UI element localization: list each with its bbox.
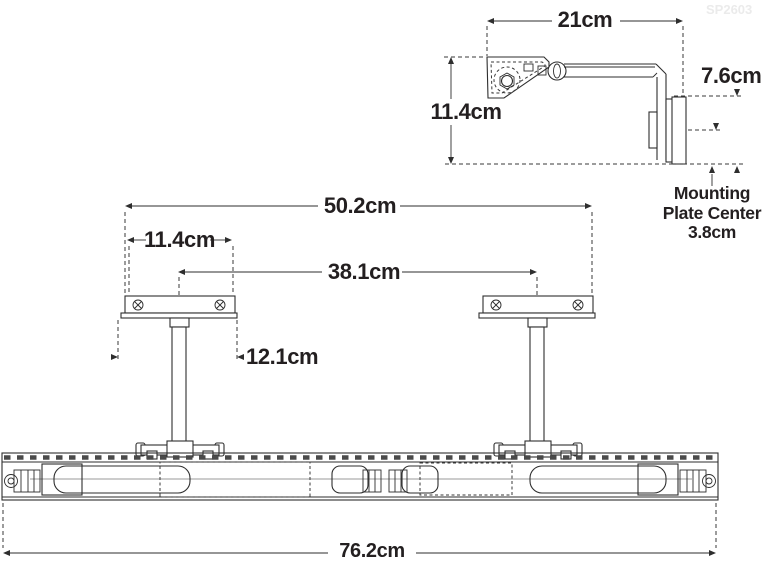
dim-backplate-width — [127, 237, 234, 295]
plan-view-drawing — [111, 203, 596, 460]
dim-outer-span — [124, 203, 593, 295]
dim-overall-width — [2, 503, 717, 556]
dim-label-flange-width: 12.1cm — [246, 344, 319, 369]
sku-watermark: SP2603 — [706, 2, 753, 17]
backplate-left — [120, 295, 238, 443]
mounting-plate-note: Mounting Plate Center 3.8cm — [662, 183, 762, 242]
stem-right — [529, 326, 545, 443]
dim-drop-height — [444, 56, 486, 164]
dim-label-backplate-width: 11.4cm — [144, 227, 216, 252]
dim-arm-length — [486, 18, 684, 94]
dim-label-drop-height: 11.4cm — [430, 99, 502, 124]
side-view-drawing — [444, 18, 744, 186]
arm-sleeve — [648, 111, 658, 149]
socket-center — [331, 462, 513, 496]
lamp-head — [486, 56, 550, 99]
adjustment-knob — [537, 61, 567, 81]
dim-label-arm-length: 21cm — [557, 7, 613, 32]
swing-arm — [564, 63, 667, 160]
lamp-tube-right — [529, 465, 667, 494]
dim-plate-height — [445, 89, 744, 186]
dim-label-plate-height: 7.6cm — [701, 63, 762, 88]
front-view-drawing — [1, 452, 719, 556]
dim-label-stem-spacing: 38.1cm — [327, 259, 401, 284]
socket-right — [529, 463, 716, 496]
backplate-right — [478, 295, 596, 443]
dim-flange-width — [111, 320, 244, 362]
lamp-tube-left — [53, 465, 191, 494]
fixture-body — [1, 452, 719, 501]
dim-stem-spacing — [178, 269, 538, 296]
wall-mounting-plate — [665, 96, 687, 165]
stem-left — [171, 326, 187, 443]
socket-left — [4, 461, 311, 498]
dim-label-outer-span: 50.2cm — [323, 193, 397, 218]
dim-label-overall-width: 76.2cm — [339, 540, 405, 562]
